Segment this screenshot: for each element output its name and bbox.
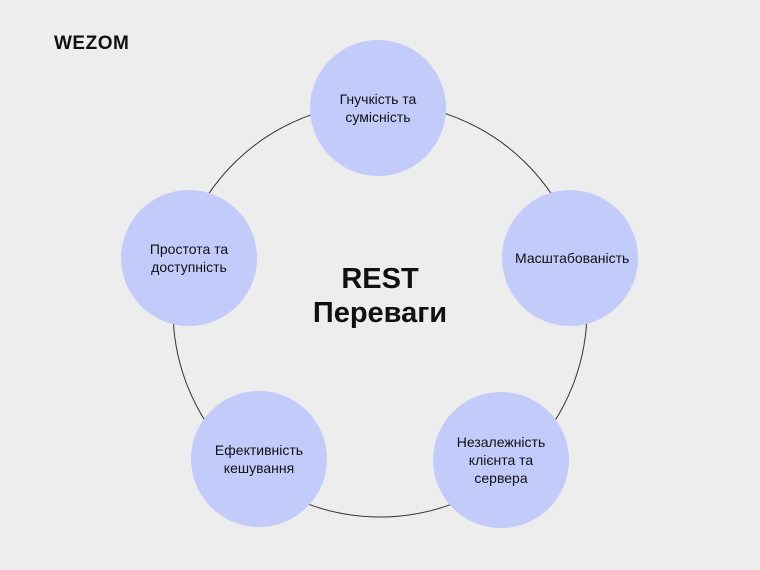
wezom-logo: WEZOM [54,33,130,54]
node-client-server-independence: Незалежність клієнта та сервера [433,392,569,528]
title-line-2: Переваги [312,297,448,329]
node-label: Масштабованість [515,250,630,266]
node-scalability: Масштабованість [502,190,638,326]
node-label: Ефективність кешування [214,442,304,476]
node-flexibility: Гнучкість та сумісність [310,40,446,176]
node-caching-efficiency: Ефективність кешування [191,391,327,527]
node-label: Незалежність клієнта та сервера [456,434,546,486]
node-label: Простота та доступність [149,241,229,275]
node-label: Гнучкість та сумісність [339,91,417,125]
node-simplicity: Простота та доступність [121,190,257,326]
title-line-1: REST [341,263,419,295]
diagram-title: REST Переваги [290,262,470,330]
